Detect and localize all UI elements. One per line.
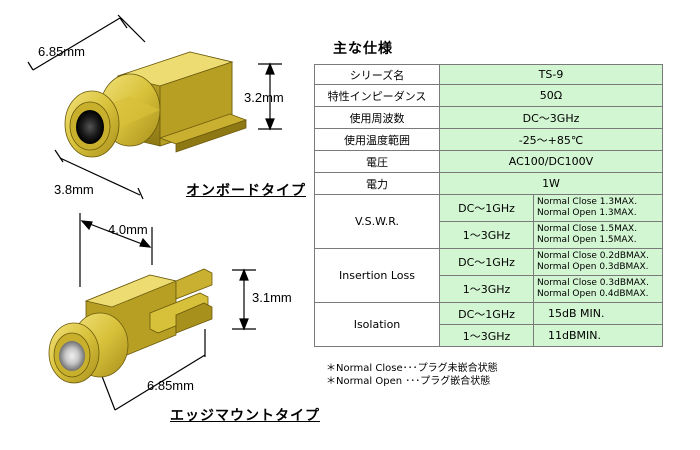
- note-normal-close: ＊Normal Close･･･プラグ未嵌合状態: [326, 363, 498, 374]
- edge-connector-body: [48, 268, 213, 384]
- spec-sub-line: Normal Close 0.3dBMAX.: [537, 278, 649, 288]
- onboard-connector-drawing: [27, 14, 282, 200]
- onboard-dim-width: 3.8mm: [54, 182, 94, 197]
- spec-row: 1～3GHz Normal Close 0.3dBMAX. Normal Ope…: [315, 275, 663, 303]
- spec-sub-line: Normal Open 1.3MAX.: [537, 208, 637, 218]
- spec-row: 使用周波数 DC～3GHz: [314, 106, 663, 129]
- spec-sub-range: 1～3GHz: [439, 275, 534, 303]
- spec-sub-line: Normal Open 0.3dBMAX.: [537, 262, 649, 272]
- spec-label: シリーズ名: [314, 64, 440, 85]
- edge-dim-length-line: [99, 329, 206, 411]
- spec-sub-range: 1～3GHz: [439, 324, 534, 347]
- spec-notes: ＊Normal Close･･･プラグ未嵌合状態 ＊Normal Open ･･…: [326, 362, 498, 388]
- onboard-dim-width-line: [54, 149, 144, 200]
- spec-row: V.S.W.R. DC～1GHz Normal Close 1.3MAX. No…: [314, 194, 663, 249]
- edge-dim-length: 6.85mm: [147, 378, 194, 393]
- spec-sub-range: DC～1GHz: [439, 194, 534, 222]
- spec-label: 電圧: [314, 150, 440, 173]
- spec-label: 使用周波数: [314, 106, 440, 129]
- spec-value: -25～+85℃: [439, 128, 663, 151]
- spec-label: 電力: [314, 172, 440, 195]
- spec-sub-value: Normal Close 0.2dBMAX. Normal Open 0.3dB…: [533, 248, 663, 276]
- spec-value: AC100/DC100V: [439, 150, 663, 173]
- spec-value: 50Ω: [439, 84, 663, 107]
- spec-sub-value: Normal Close 1.3MAX. Normal Open 1.3MAX.: [533, 194, 663, 222]
- spec-row: 1～3GHz Normal Close 1.5MAX. Normal Open …: [315, 221, 663, 249]
- spec-sub-range: 1～3GHz: [439, 221, 534, 249]
- spec-value: 1W: [439, 172, 663, 195]
- spec-group-label: Insertion Loss: [314, 248, 440, 303]
- edge-connector-drawing: [48, 213, 256, 411]
- note-normal-open: ＊Normal Open ･･･プラグ嵌合状態: [326, 376, 491, 387]
- spec-row: 使用温度範囲 -25～+85℃: [314, 128, 663, 151]
- spec-row: Insertion Loss DC～1GHz Normal Close 0.2d…: [314, 248, 663, 303]
- spec-row: 1～3GHz 11dBMIN.: [315, 324, 663, 347]
- spec-group-label: Isolation: [314, 302, 440, 347]
- spec-sub-value: 15dB MIN.: [533, 302, 663, 325]
- edge-dim-height-line: [232, 268, 256, 331]
- edge-dim-height: 3.1mm: [252, 290, 292, 305]
- spec-sub-line: Normal Open 1.5MAX.: [537, 235, 637, 245]
- onboard-dim-length: 6.85mm: [38, 44, 85, 59]
- spec-row: 電圧 AC100/DC100V: [314, 150, 663, 173]
- spec-sub-line: Normal Open 0.4dBMAX.: [537, 289, 649, 299]
- spec-row: 電力 1W: [314, 172, 663, 195]
- spec-sub-value: Normal Close 1.5MAX. Normal Open 1.5MAX.: [533, 221, 663, 249]
- spec-sub-value: 11dBMIN.: [533, 324, 663, 347]
- spec-sub-value: Normal Close 0.3dBMAX. Normal Open 0.4dB…: [533, 275, 663, 303]
- edge-dim-top: 4.0mm: [108, 222, 148, 237]
- onboard-dim-height-line: [258, 62, 282, 131]
- edge-caption: エッジマウントタイプ: [170, 408, 320, 424]
- spec-sub-range: DC～1GHz: [439, 248, 534, 276]
- spec-value: DC～3GHz: [439, 106, 663, 129]
- spec-row: シリーズ名 TS-9: [314, 64, 663, 85]
- spec-sub-line: Normal Close 1.3MAX.: [537, 197, 638, 207]
- spec-sub-range: DC～1GHz: [439, 302, 534, 325]
- spec-table: シリーズ名 TS-9 特性インピーダンス 50Ω 使用周波数 DC～3GHz 使…: [314, 64, 663, 347]
- onboard-dim-length-line: [27, 14, 146, 71]
- spec-row: Isolation DC～1GHz 15dB MIN.: [314, 302, 663, 347]
- spec-group-label: V.S.W.R.: [314, 194, 440, 249]
- spec-label: 特性インピーダンス: [314, 84, 440, 107]
- spec-value: TS-9: [439, 64, 663, 85]
- spec-sub-line: Normal Close 0.2dBMAX.: [537, 251, 649, 261]
- onboard-caption: オンボードタイプ: [186, 183, 306, 199]
- spec-label: 使用温度範囲: [314, 128, 440, 151]
- edge-dim-top-line: [79, 213, 153, 287]
- spec-row: 特性インピーダンス 50Ω: [314, 84, 663, 107]
- onboard-dim-height: 3.2mm: [244, 90, 284, 105]
- spec-title: 主な仕様: [333, 41, 393, 57]
- spec-sub-line: Normal Close 1.5MAX.: [537, 224, 638, 234]
- onboard-connector-body: [64, 51, 248, 158]
